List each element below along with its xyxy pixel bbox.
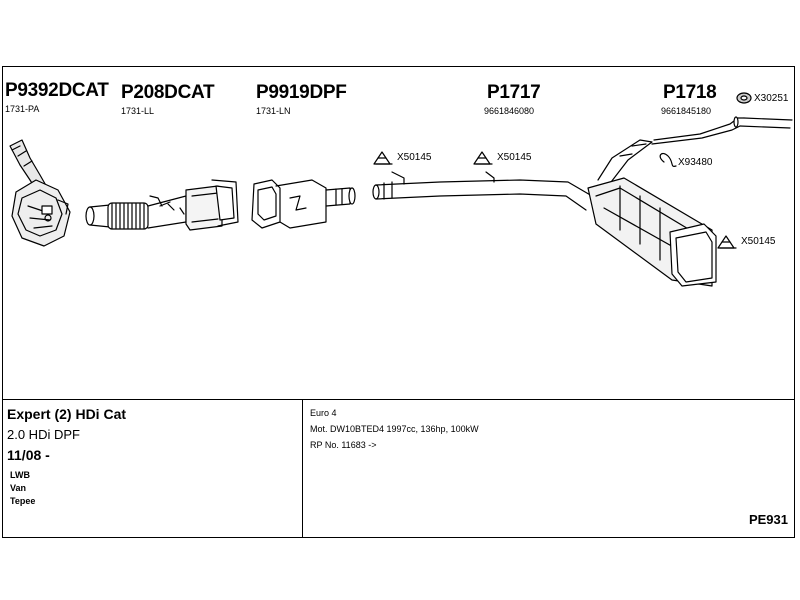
body-type: Tepee <box>10 496 36 506</box>
manifold-catalyst-drawing[interactable] <box>9 139 71 247</box>
spec-line: Euro 4 <box>310 408 337 418</box>
part-reference: 9661845180 <box>661 106 712 116</box>
clamp-label[interactable]: X50145 <box>497 152 532 163</box>
diagram-code: PE931 <box>748 512 788 527</box>
clamp-label[interactable]: X93480 <box>678 157 713 168</box>
part-number[interactable]: P208DCAT <box>121 82 215 103</box>
part-reference: 1731-LL <box>121 106 155 116</box>
part-number[interactable]: P9392DCAT <box>5 80 109 101</box>
clamp-symbol[interactable] <box>373 151 393 165</box>
intermediate-pipe-drawing[interactable] <box>372 171 593 211</box>
hanger-symbol[interactable] <box>659 152 677 167</box>
clamp-symbol[interactable] <box>717 235 737 249</box>
rear-silencer-drawing[interactable] <box>587 116 793 287</box>
part-number[interactable]: P1718 <box>663 82 717 103</box>
vehicle-engine: 2.0 HDi DPF <box>7 427 80 442</box>
spec-line: RP No. 11683 -> <box>310 440 377 450</box>
vehicle-title: Expert (2) HDi Cat <box>7 406 127 422</box>
clamp-label[interactable]: X50145 <box>397 152 432 163</box>
ring-symbol[interactable] <box>736 92 752 104</box>
particle-filter-drawing[interactable] <box>251 179 356 229</box>
body-type: LWB <box>10 470 30 480</box>
divider <box>2 399 795 400</box>
clamp-symbol[interactable] <box>473 151 493 165</box>
part-reference: 9661846080 <box>484 106 535 116</box>
spec-line: Mot. DW10BTED4 1997cc, 136hp, 100kW <box>310 424 479 434</box>
part-number[interactable]: P9919DPF <box>256 82 347 103</box>
clamp-label[interactable]: X50145 <box>741 236 776 247</box>
part-reference: 1731-LN <box>256 106 291 116</box>
flex-pipe-catalyst-drawing[interactable] <box>85 179 239 231</box>
diagram-frame <box>2 66 795 538</box>
part-number[interactable]: P1717 <box>487 82 541 103</box>
vehicle-date: 11/08 - <box>7 447 50 463</box>
part-reference: 1731-PA <box>5 104 40 114</box>
body-type: Van <box>10 483 27 493</box>
exhaust-diagram <box>9 92 793 287</box>
divider <box>302 400 303 538</box>
clamp-label[interactable]: X30251 <box>754 93 789 104</box>
